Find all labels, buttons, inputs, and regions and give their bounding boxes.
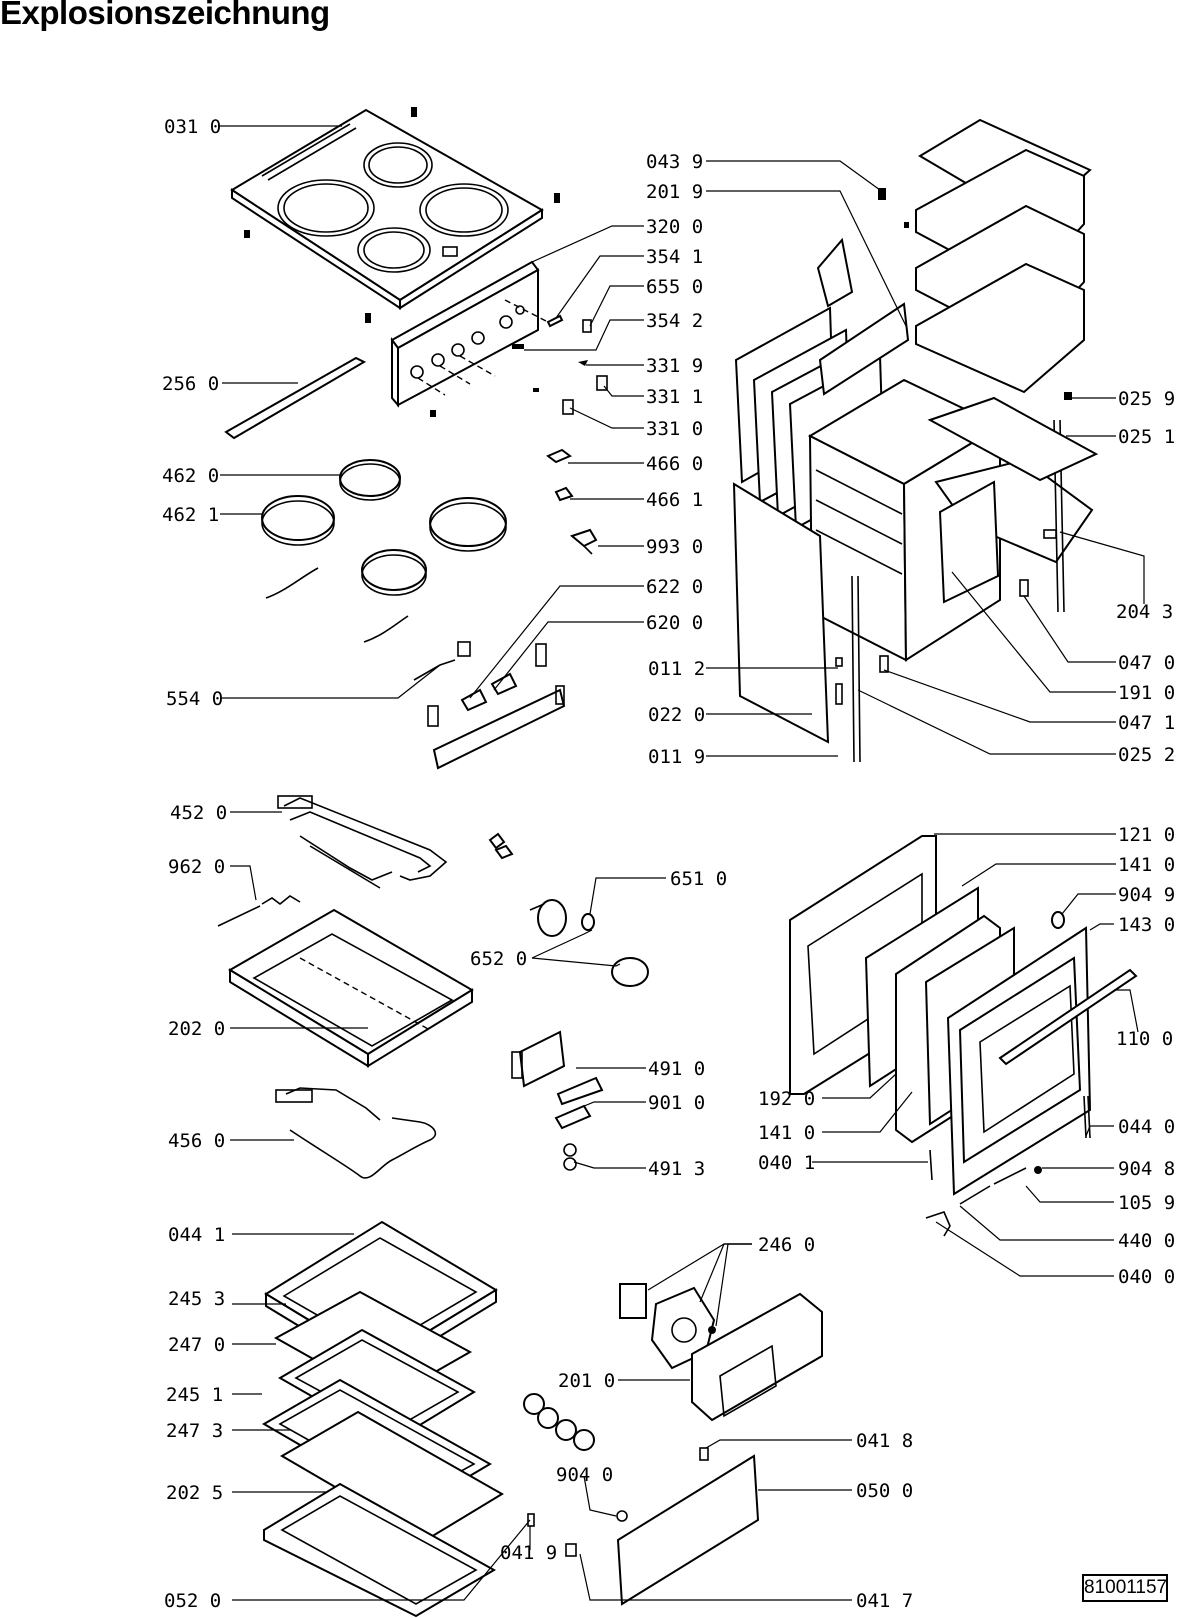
callout-962-0: 962 0 [168,856,225,878]
callout-040-0: 040 0 [1118,1266,1175,1288]
callout-202-5: 202 5 [166,1482,223,1504]
callout-202-0: 202 0 [168,1018,225,1040]
callout-620-0: 620 0 [646,612,703,634]
callout-246-0: 044 1 [168,1224,225,1246]
oven-cavity-and-housing [732,237,1094,763]
callout-655-0: 655 0 [646,276,703,298]
electronics-board [511,1030,604,1171]
callout-044-0: 044 0 [1118,1116,1175,1138]
callout-904-8: 904 8 [1118,1158,1175,1180]
callout-466-0: 466 0 [646,453,703,475]
callout-025-2: 025 2 [1118,744,1175,766]
callout-192-0: 192 0 [758,1088,815,1110]
callout-554-0: 554 0 [166,688,223,710]
small-control-parts [512,314,608,555]
callout-651-0: 651 0 [670,868,727,890]
callout-110-0: 110 0 [1116,1028,1173,1050]
lamp-assembly [488,832,649,987]
callout-025-9: 025 9 [1118,388,1175,410]
callout-904-9: 904 9 [1118,884,1175,906]
callout-044-1: 440 0 [1118,1230,1175,1252]
callout-245-1: 245 1 [166,1384,223,1406]
top-insulation-plates [878,118,1099,482]
oven-heating-elements [217,795,448,1179]
callout-040-1: 040 1 [758,1152,815,1174]
callout-041-8: 041 8 [856,1430,913,1452]
callout-047-0: 047 0 [1118,652,1175,674]
callout-466-1: 466 1 [646,489,703,511]
knobs-and-plinth [523,1393,760,1606]
callout-440-0: 246 0 [758,1234,815,1256]
callout-121-0: 121 0 [1118,824,1175,846]
callout-652-0: 652 0 [470,948,527,970]
callout-491-0: 491 0 [648,1058,705,1080]
callout-052-0: 052 0 [164,1590,221,1612]
callout-011-2: 011 2 [648,658,705,680]
callout-245-3: 245 3 [168,1288,225,1310]
callout-331-0: 331 0 [646,418,703,440]
callout-331-1: 331 1 [646,386,703,408]
callout-191-0: 191 0 [1118,682,1175,704]
callout-993-0: 993 0 [646,536,703,558]
callout-201-9: 201 9 [646,181,703,203]
callout-105-9: 105 9 [1118,1192,1175,1214]
callout-462-1: 462 1 [162,504,219,526]
callout-247-3: 247 3 [166,1420,223,1442]
callout-143-0: 143 0 [1118,914,1175,936]
cooktop-glass-top [230,107,560,323]
callout-031-0: 031 0 [164,116,221,138]
callout-904-0: 904 0 [556,1464,613,1486]
page-title: Explosionszeichnung [0,0,330,31]
callout-041-7: 041 7 [856,1590,913,1612]
callout-204-3: 204 3 [1116,601,1173,623]
callout-462-0: 462 0 [162,465,219,487]
callout-622-0: 622 0 [646,576,703,598]
callout-456-0: 456 0 [168,1130,225,1152]
callout-141-0-lower: 141 0 [758,1122,815,1144]
callout-452-0: 452 0 [170,802,227,824]
callout-247-0: 247 0 [168,1334,225,1356]
callout-011-9: 011 9 [648,746,705,768]
control-panel [390,260,549,417]
callout-201-0: 201 0 [558,1370,615,1392]
callout-320-0: 320 0 [646,216,703,238]
callout-256-0: 256 0 [162,373,219,395]
callout-901-0: 901 0 [648,1092,705,1114]
callout-331-9: 331 9 [646,355,703,377]
oven-door [789,835,1138,1237]
oven-trays-and-racks [262,1220,504,1618]
leader-lines [218,125,1145,1601]
fan-assembly [619,1283,823,1422]
callout-491-3: 491 3 [648,1158,705,1180]
callout-labels: 031 0 043 9 201 9 320 0 354 1 655 0 354 … [162,116,1175,1612]
callout-047-1: 047 1 [1118,712,1175,734]
drip-tray-and-frame [228,908,474,1068]
callout-141-0-upper: 141 0 [1118,854,1175,876]
callout-041-9: 041 9 [500,1542,557,1564]
callout-354-1: 354 1 [646,246,703,268]
hob-elements [261,459,507,643]
callout-354-2: 354 2 [646,310,703,332]
callout-050-0: 050 0 [856,1480,913,1502]
terminal-bracket [413,641,566,770]
callout-043-9: 043 9 [646,151,703,173]
document-number: 81001157 [1082,1574,1168,1602]
callout-025-1: 025 1 [1118,426,1175,448]
callout-022-0: 022 0 [648,704,705,726]
trim-strip [224,356,367,440]
